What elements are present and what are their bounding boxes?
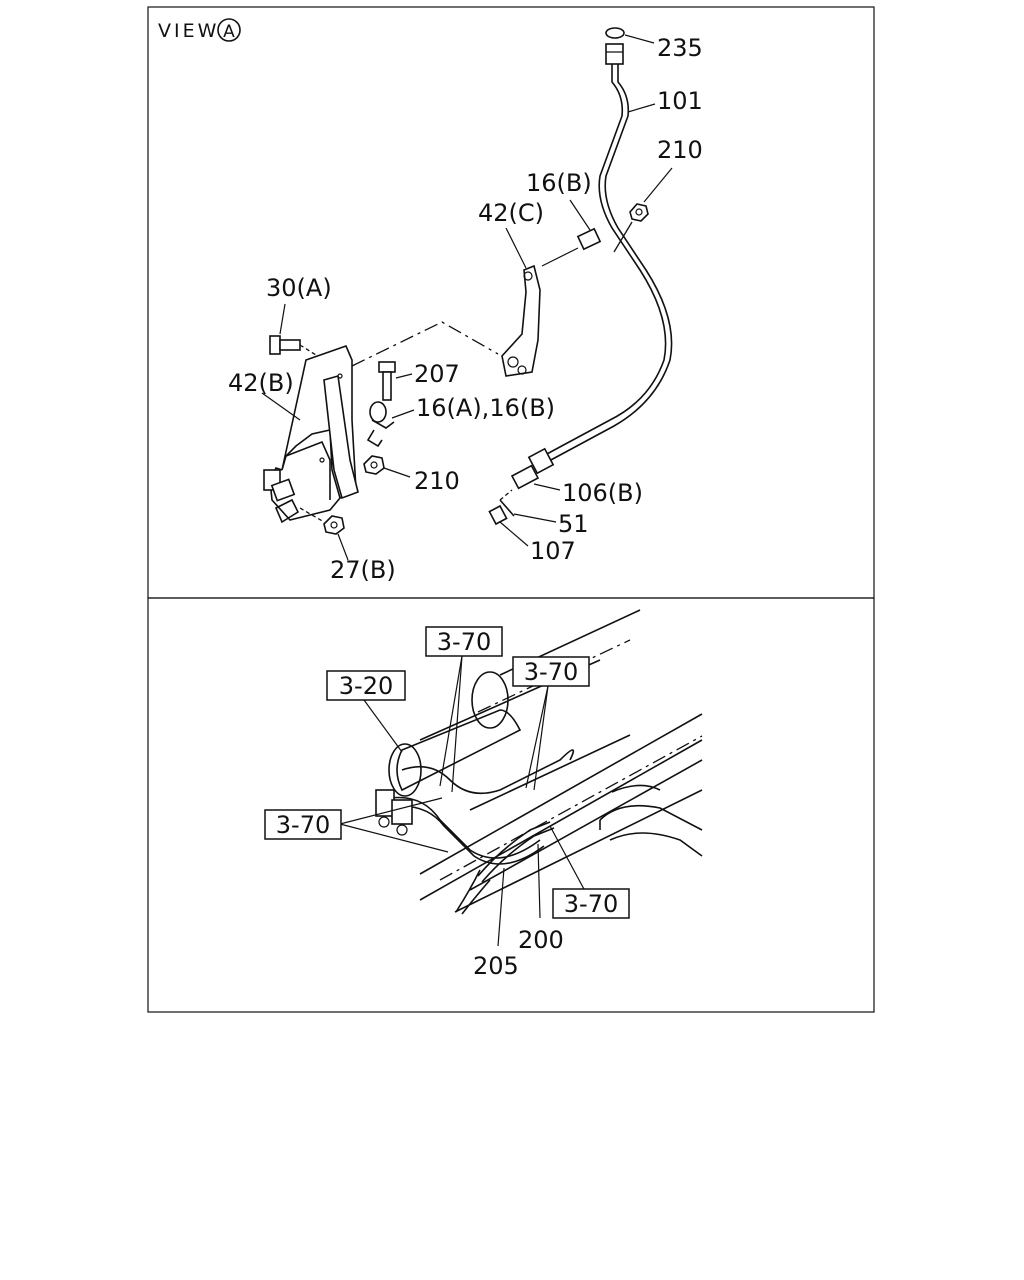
valve-block [375,789,413,836]
callout-101: 101 [657,87,703,115]
ref-box-3-70-b[interactable]: 3-70 [512,656,590,687]
gasket-51 [499,499,557,523]
svg-text:3-20: 3-20 [339,672,393,700]
callout-106b: 106(B) [562,479,643,507]
fitting-107 [488,504,529,547]
bolt-30a [269,303,317,356]
ref-leaders [339,655,593,947]
top-panel-frame [147,6,875,599]
bolt-207 [378,361,413,401]
clip-16ab [366,401,415,448]
nut-27b [299,507,349,561]
nut-210-top [613,167,673,253]
callout-16ab: 16(A),16(B) [416,394,555,422]
callout-27b: 27(B) [330,556,396,584]
bracket-42c [501,227,541,377]
ref-box-3-70-a[interactable]: 3-70 [425,626,503,657]
callout-30a: 30(A) [266,274,332,302]
svg-text:3-70: 3-70 [524,658,578,686]
callout-205: 205 [473,952,519,980]
svg-text:3-70: 3-70 [564,890,618,918]
ref-box-3-70-c[interactable]: 3-70 [264,809,342,840]
callout-235: 235 [657,34,703,62]
view-label: VIEW [158,20,219,42]
callout-16b: 16(B) [526,169,592,197]
chassis-frame [419,713,703,915]
callout-107: 107 [530,537,576,565]
bottom-panel-frame [147,597,875,1013]
callout-51: 51 [558,510,589,538]
svg-text:3-70: 3-70 [437,628,491,656]
svg-text:3-70: 3-70 [276,811,330,839]
callout-42c: 42(C) [478,199,544,227]
bracket-42b [261,344,359,524]
fitting-106b [510,447,561,491]
view-letter: A [223,22,235,42]
callout-207: 207 [414,360,460,388]
nut-210-mid [363,455,411,478]
view-letter-circle [217,18,241,42]
callout-42b: 42(B) [228,369,294,397]
callout-200: 200 [518,926,564,954]
callout-210-top: 210 [657,136,703,164]
pipe-101 [544,62,673,462]
pipe-top-fitting [605,43,624,65]
ref-box-3-70-d[interactable]: 3-70 [552,888,630,919]
callout-210-mid: 210 [414,467,460,495]
clip-16b [541,199,602,267]
ref-box-3-20[interactable]: 3-20 [326,670,406,701]
o-ring-235 [605,27,625,39]
